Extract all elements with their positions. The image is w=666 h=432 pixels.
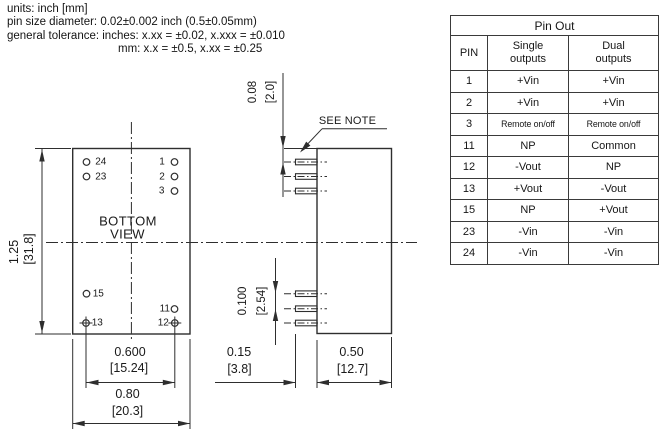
see-note-arrow	[300, 141, 311, 153]
pin-1-circle	[170, 158, 179, 166]
pinout-title: Pin Out	[450, 15, 659, 36]
pin-24-circle	[82, 158, 91, 166]
dimension-lines	[35, 73, 392, 429]
pinout-cell-single: NP	[487, 199, 569, 222]
pin-label-11: 11	[159, 303, 170, 315]
dim-body-width-inch: 0.80	[115, 387, 140, 401]
dim-pin-top-offset-inch: 0.08	[247, 80, 259, 104]
pinout-cell-pin: 2	[450, 91, 488, 114]
pinout-cell-pin: 1	[450, 70, 488, 93]
pin-crosshairs-and-extensions	[79, 316, 182, 388]
see-note-label: SEE NOTE	[318, 115, 377, 127]
view-label-line1: BOTTOM	[99, 213, 157, 228]
note-tolerance-mm: mm: x.x = ±0.5, x.xx = ±0.25	[118, 43, 263, 56]
note-units: units: inch [mm]	[7, 3, 88, 15]
dim-pin-length-mm: [3.8]	[227, 361, 252, 376]
dim-body-depth-mm: [12.7]	[336, 361, 369, 376]
pin-15-circle	[82, 289, 91, 298]
pinout-cell-single: -Vin	[487, 220, 569, 243]
pinout-row-1: 1 +Vin +Vin	[450, 70, 659, 93]
pinout-cell-pin: 3	[450, 113, 488, 136]
dim-pin-top-offset-mm: [2.0]	[265, 80, 277, 104]
pin-label-12: 12	[157, 317, 169, 329]
pinout-cell-dual: -Vin	[568, 220, 659, 243]
pinout-cell-dual: Common	[568, 134, 659, 157]
pinout-cell-pin: 24	[450, 242, 488, 265]
pinout-cell-dual: Remote on/off	[568, 113, 659, 136]
pin-3-circle	[170, 187, 179, 195]
pinout-cell-pin: 23	[450, 220, 488, 243]
pinout-cell-dual: +Vin	[568, 70, 659, 93]
pinout-cell-single: -Vout	[487, 156, 569, 179]
dim-pin-pitch-inch: 0.100	[237, 286, 249, 316]
pinout-cell-dual: NP	[568, 156, 659, 179]
pinout-cell-single: +Vin	[487, 70, 569, 93]
pinout-header-dual-line2: outputs	[595, 53, 632, 65]
dim-body-depth-inch: 0.50	[339, 345, 364, 359]
side-view-outline	[316, 147, 393, 335]
pin-label-15: 15	[92, 288, 104, 300]
pin-23-circle	[82, 172, 91, 181]
dim-pin-pitch-mm: [2.54]	[255, 286, 268, 316]
pinout-header-single-line2: outputs	[509, 53, 547, 65]
pinout-row-23: 23 -Vin -Vin	[450, 220, 659, 243]
pinout-cell-dual: -Vout	[568, 177, 659, 200]
dim-body-height-mm: [31.8]	[21, 233, 36, 265]
dim-body-height-inch: 1.25	[7, 239, 21, 265]
body-outlines	[71, 147, 393, 335]
pinout-header-row: PIN Single outputs Dual outputs	[450, 35, 659, 71]
pinout-header-dual-line1: Dual	[602, 40, 625, 52]
pin-label-24: 24	[95, 156, 107, 168]
pinout-cell-single: +Vin	[487, 91, 569, 114]
pinout-cell-pin: 12	[450, 156, 488, 179]
pinout-cell-pin: 13	[450, 177, 488, 200]
pin-label-3: 3	[158, 185, 165, 197]
pin-2-circle	[170, 172, 179, 181]
pin-label-13: 13	[91, 317, 103, 329]
dim-body-width-mm: [20.3]	[111, 403, 144, 418]
pinout-cell-single: -Vin	[487, 242, 569, 265]
pinout-row-13: 13 +Vout -Vout	[450, 177, 659, 200]
pin-label-2: 2	[159, 171, 165, 182]
pinout-header-single: Single outputs	[487, 35, 569, 71]
pin-label-23: 23	[95, 171, 107, 182]
pinout-row-11: 11 NP Common	[450, 134, 659, 157]
view-label-line2: VIEW	[110, 226, 145, 241]
pinout-row-3: 3 Remote on/off Remote on/off	[450, 113, 659, 136]
dim-pin-length-inch: 0.15	[226, 344, 252, 359]
pinout-table: Pin Out PIN Single outputs Dual outputs …	[450, 15, 659, 265]
pinout-cell-pin: 11	[450, 134, 488, 157]
note-pin-diameter: pin size diameter: 0.02±0.002 inch (0.5±…	[7, 16, 257, 29]
dimension-arrowheads	[39, 136, 392, 427]
pinout-row-24: 24 -Vin -Vin	[450, 242, 659, 265]
pinout-row-2: 2 +Vin +Vin	[450, 91, 659, 114]
dim-pin-span-mm: [15.24]	[109, 361, 149, 376]
pinout-header-pin: PIN	[450, 35, 488, 71]
pinout-row-12: 12 -Vout NP	[450, 156, 659, 179]
pinout-row-15: 15 NP +Vout	[450, 199, 659, 222]
pin-11-circle	[170, 305, 179, 313]
pinout-cell-pin: 15	[450, 199, 488, 222]
centerlines	[46, 122, 417, 341]
pinout-header-single-line1: Single	[512, 40, 544, 52]
tolerance-notes: units: inch [mm] pin size diameter: 0.02…	[7, 3, 285, 57]
dim-pin-span-inch: 0.600	[114, 344, 146, 359]
pinout-cell-single: +Vout	[487, 177, 569, 200]
pinout-cell-dual: +Vout	[568, 199, 659, 222]
pinout-cell-single: Remote on/off	[487, 113, 569, 136]
pinout-cell-dual: -Vin	[568, 242, 659, 265]
pinout-title-row: Pin Out	[450, 15, 659, 36]
pinout-header-dual: Dual outputs	[568, 35, 659, 71]
note-tolerance-inches: general tolerance: inches: x.xx = ±0.02,…	[7, 29, 285, 42]
pinout-cell-single: NP	[487, 134, 569, 157]
pinout-cell-dual: +Vin	[568, 91, 659, 114]
pin-label-1: 1	[159, 156, 165, 168]
